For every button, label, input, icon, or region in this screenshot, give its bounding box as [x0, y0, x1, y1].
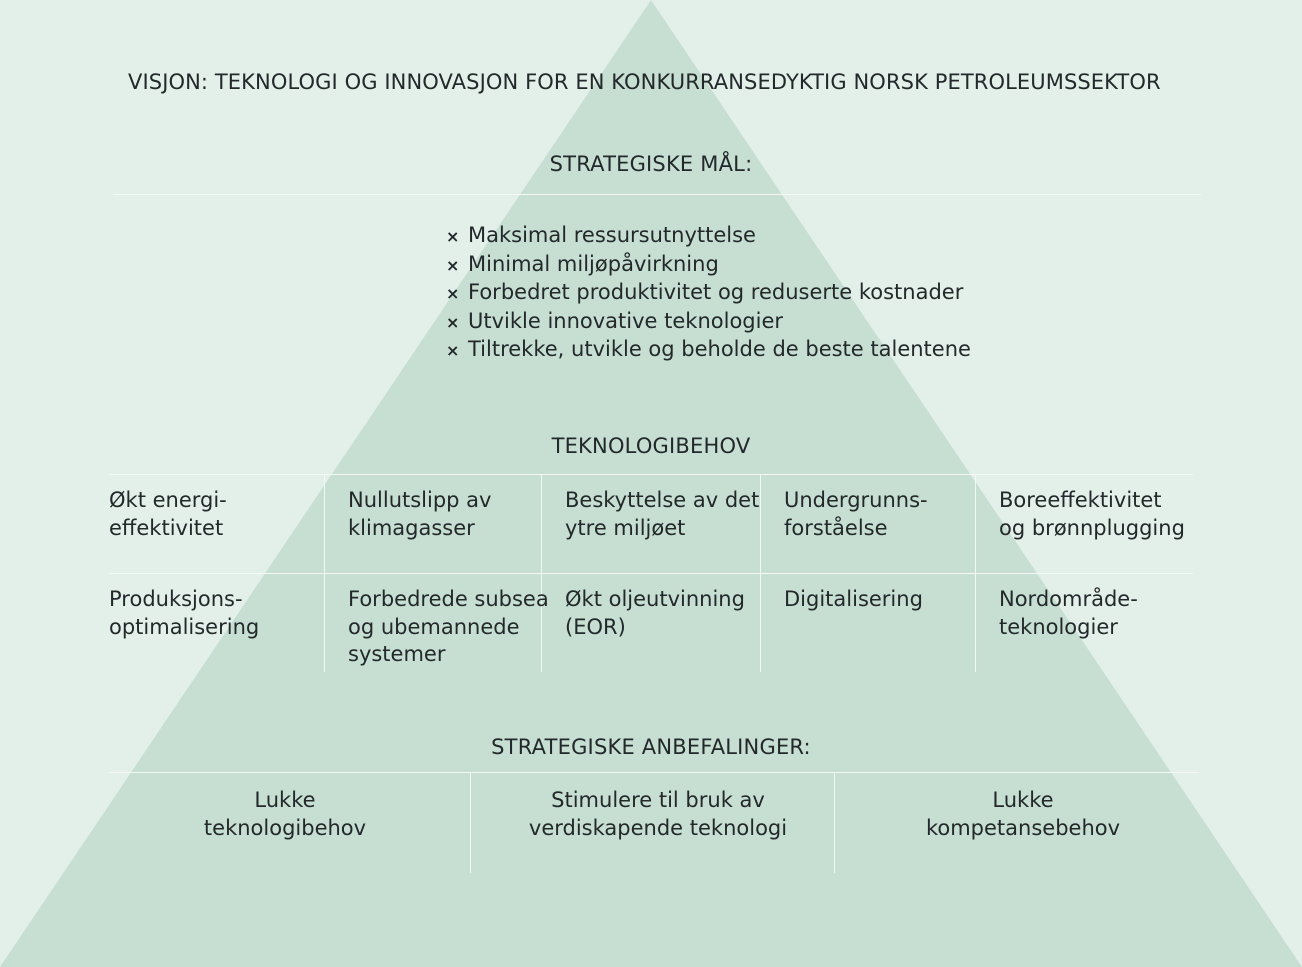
need-cell: Produksjons- optimalisering	[109, 586, 259, 641]
need-line: Digitalisering	[784, 587, 923, 611]
need-line: Produksjons-	[109, 587, 243, 611]
need-cell: Boreeffektivitet og brønnplugging	[999, 487, 1185, 542]
need-cell: Digitalisering	[784, 586, 923, 614]
need-cell: Økt oljeutvinning (EOR)	[565, 586, 745, 641]
goal-text: Utvikle innovative teknologier	[468, 308, 784, 333]
cross-bullet-icon: ×	[446, 341, 460, 360]
recommendation-item: Stimulere til bruk av verdiskapende tekn…	[498, 786, 818, 842]
goals-list: × Maksimal ressursutnyttelse × Minimal mil…	[446, 222, 971, 365]
need-line: effektivitet	[109, 515, 224, 540]
recommendations-column-divider	[470, 773, 471, 873]
cross-bullet-icon: ×	[446, 284, 460, 303]
need-cell: Beskyttelse av det ytre miljøet	[565, 487, 759, 542]
recommendation-item: Lukke teknologibehov	[135, 786, 435, 842]
goals-divider	[113, 194, 1201, 195]
need-cell: Nullutslipp av klimagasser	[348, 487, 491, 542]
goal-text: Maksimal ressursutnyttelse	[468, 223, 756, 247]
needs-row-divider	[109, 573, 1193, 574]
needs-column-divider	[975, 475, 976, 672]
need-line: teknologier	[999, 614, 1118, 639]
recommendation-line: Stimulere til bruk av	[551, 788, 765, 812]
goal-item: × Utvikle innovative teknologier	[446, 308, 971, 337]
goal-text: Minimal miljøpåvirkning	[468, 251, 719, 276]
need-line: Forbedrede subsea	[348, 587, 549, 611]
need-line: optimalisering	[109, 614, 260, 639]
goals-heading: STRATEGISKE MÅL:	[549, 152, 753, 176]
needs-column-divider	[760, 475, 761, 672]
goal-item: × Minimal miljøpåvirkning	[446, 251, 971, 280]
need-cell: Økt energi- effektivitet	[109, 487, 227, 542]
cross-bullet-icon: ×	[446, 227, 460, 246]
recommendations-divider	[109, 772, 1199, 773]
needs-heading: TEKNOLOGIBEHOV	[551, 434, 751, 458]
goal-item: × Tiltrekke, utvikle og beholde de beste …	[446, 336, 971, 365]
need-line: Nordområde-	[999, 587, 1138, 611]
needs-column-divider	[324, 475, 325, 672]
recommendation-line: Lukke	[992, 788, 1054, 812]
recommendation-line: kompetansebehov	[925, 816, 1121, 840]
recommendation-line: Lukke	[254, 788, 316, 812]
recommendation-line: teknologibehov	[203, 816, 367, 840]
cross-bullet-icon: ×	[446, 312, 460, 332]
recommendations-heading: STRATEGISKE ANBEFALINGER:	[491, 735, 811, 759]
need-line: Beskyttelse av det	[565, 488, 760, 512]
need-line: og ubemannede	[348, 614, 520, 639]
recommendations-column-divider	[834, 773, 835, 873]
need-line: og brønnplugging	[999, 515, 1185, 540]
needs-top-divider	[109, 474, 1193, 475]
need-line: (EOR)	[565, 614, 626, 639]
recommendation-item: Lukke kompetansebehov	[873, 786, 1173, 842]
need-line: Økt oljeutvinning	[565, 587, 745, 611]
need-line: klimagasser	[348, 515, 475, 540]
goal-item: × Forbedret produktivitet og reduserte ko…	[446, 279, 971, 308]
need-line: systemer	[348, 642, 446, 666]
goal-item: × Maksimal ressursutnyttelse	[446, 222, 971, 251]
need-line: ytre miljøet	[565, 515, 686, 540]
recommendation-line: verdiskapende teknologi	[528, 816, 788, 840]
need-line: Økt energi-	[109, 488, 227, 512]
cross-bullet-icon: ×	[446, 255, 460, 275]
need-line: Nullutslipp av	[348, 488, 492, 512]
need-cell: Nordområde- teknologier	[999, 586, 1138, 641]
need-line: Boreeffektivitet	[999, 488, 1162, 512]
goal-text: Forbedret produktivitet og reduserte kos…	[468, 280, 964, 304]
goal-text: Tiltrekke, utvikle og beholde de beste t…	[468, 337, 971, 361]
need-cell: Undergrunns- forståelse	[784, 487, 928, 542]
need-cell: Forbedrede subsea og ubemannede systemer	[348, 586, 549, 669]
need-line: forståelse	[784, 515, 888, 540]
vision-title: VISJON: TEKNOLOGI OG INNOVASJON FOR EN K…	[128, 70, 1161, 94]
need-line: Undergrunns-	[784, 488, 928, 512]
needs-column-divider	[541, 475, 542, 672]
